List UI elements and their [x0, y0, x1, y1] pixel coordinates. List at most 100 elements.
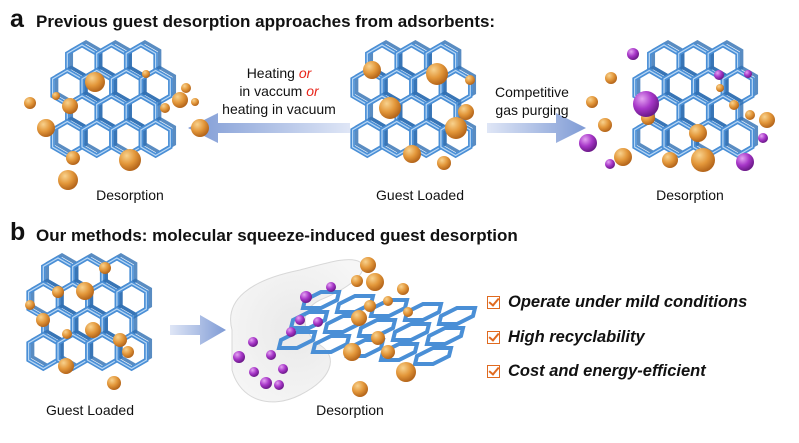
guest-molecule [465, 75, 475, 85]
guest-molecule [729, 100, 739, 110]
guest-molecule [113, 333, 127, 347]
guest-molecule [351, 310, 367, 326]
guest-molecule [437, 156, 451, 170]
checkbox-icon [487, 365, 500, 378]
guest-molecule [160, 103, 170, 113]
squeeze-molecule [274, 380, 284, 390]
squeeze-molecule [313, 317, 323, 327]
guest-molecule [605, 72, 617, 84]
guest-molecule [403, 145, 421, 163]
guest-molecule [36, 313, 50, 327]
guest-molecule [37, 119, 55, 137]
feature-cost-efficiency: Cost and energy-efficient [487, 362, 706, 381]
guest-molecule [745, 110, 755, 120]
guest-molecule [52, 92, 60, 100]
guest-molecule [122, 346, 134, 358]
purge-gas-molecule [605, 159, 615, 169]
squeeze-molecule [260, 377, 272, 389]
guest-molecule [716, 84, 724, 92]
guest-molecule [397, 283, 409, 295]
caption-a-guest-loaded: Guest Loaded [376, 187, 464, 203]
guest-molecule [66, 151, 80, 165]
arrow-squeeze [170, 315, 226, 345]
guest-molecule [107, 376, 121, 390]
squeeze-molecule [295, 315, 305, 325]
squeeze-molecule [300, 291, 312, 303]
guest-molecule [85, 322, 101, 338]
checkbox-icon [487, 296, 500, 309]
heating-label: Heating or in vaccum or heating in vacuu… [222, 65, 336, 117]
guest-molecule [614, 148, 632, 166]
guest-molecule [458, 104, 474, 120]
caption-a-desorption-left: Desorption [96, 187, 164, 203]
guest-molecule [85, 72, 105, 92]
caption-b-guest-loaded: Guest Loaded [46, 402, 134, 418]
guest-molecule [379, 97, 401, 119]
guest-molecule [396, 362, 416, 382]
purge-gas-molecule [714, 70, 724, 80]
guest-molecule [24, 97, 36, 109]
arrow-gas-purging [487, 113, 586, 143]
guest-molecule [25, 300, 35, 310]
checkbox-icon [487, 331, 500, 344]
squeeze-molecule [249, 367, 259, 377]
guest-molecule [445, 117, 467, 139]
guest-molecule [172, 92, 188, 108]
guest-molecule [662, 152, 678, 168]
gas-purging-label: Competitive gas purging [495, 84, 569, 118]
panel-a-title: Previous guest desorption approaches fro… [36, 12, 496, 31]
framework-purged-right [632, 39, 759, 159]
guest-molecule [364, 300, 376, 312]
purge-gas-molecule [633, 91, 659, 117]
or-emphasis: or [298, 65, 312, 81]
guest-molecule [363, 61, 381, 79]
guest-molecule [598, 118, 612, 132]
guest-molecule [52, 286, 64, 298]
panel-b-title: Our methods: molecular squeeze-induced g… [36, 226, 518, 245]
squeeze-molecule [286, 327, 296, 337]
caption-b-desorption: Desorption [316, 402, 384, 418]
squeeze-molecule [233, 351, 245, 363]
squeeze-molecule [248, 337, 258, 347]
guest-molecule [689, 124, 707, 142]
guest-molecule [58, 170, 78, 190]
or-emphasis: or [306, 83, 319, 99]
guest-molecule [759, 112, 775, 128]
purge-gas-molecule [744, 70, 752, 78]
purge-gas-molecule [736, 153, 754, 171]
guest-molecule [58, 358, 74, 374]
purge-gas-molecule [627, 48, 639, 60]
purge-gas-molecule [758, 133, 768, 143]
guest-molecule [586, 96, 598, 108]
guest-molecule [426, 63, 448, 85]
guest-molecule [142, 70, 150, 78]
guest-molecule [360, 257, 376, 273]
guest-molecule [352, 381, 368, 397]
guest-molecule [62, 329, 72, 339]
guest-molecule [119, 149, 141, 171]
squeeze-molecule [278, 364, 288, 374]
guest-molecule [76, 282, 94, 300]
feature-mild-conditions: Operate under mild conditions [487, 293, 747, 312]
guest-molecule [351, 275, 363, 287]
guest-molecule [691, 148, 715, 172]
guest-molecule [343, 343, 361, 361]
guest-molecule [99, 262, 111, 274]
guest-molecule [62, 98, 78, 114]
panel-a-letter: a [10, 5, 24, 33]
guest-molecule [371, 331, 385, 345]
feature-recyclability: High recyclability [487, 328, 645, 347]
guest-molecule [383, 296, 393, 306]
squeeze-molecule [326, 282, 336, 292]
guest-molecule [366, 273, 384, 291]
arrow-heating [188, 113, 350, 143]
guest-molecule [191, 119, 209, 137]
guest-molecule [403, 307, 413, 317]
panel-b-letter: b [10, 218, 26, 246]
guest-molecule [191, 98, 199, 106]
squeeze-molecule [266, 350, 276, 360]
purge-gas-molecule [579, 134, 597, 152]
guest-molecule [181, 83, 191, 93]
guest-molecule [381, 345, 395, 359]
